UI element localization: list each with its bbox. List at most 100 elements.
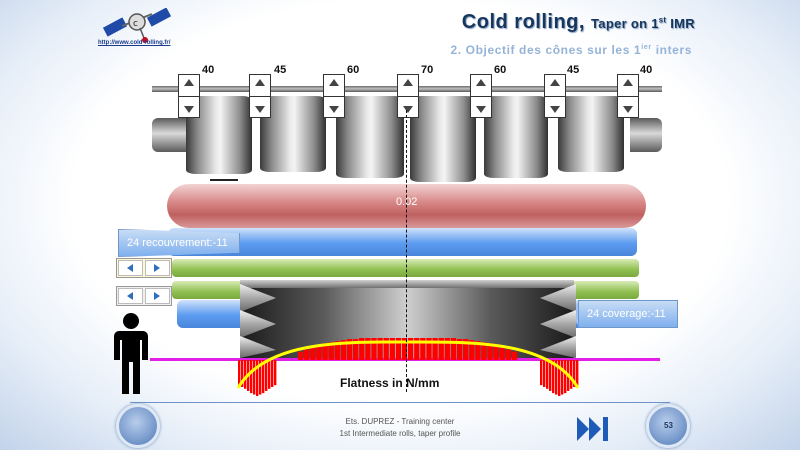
satellite-logo-icon: c — [102, 8, 172, 43]
logo-url-link[interactable]: http://www.cold-rolling.fr/ — [98, 40, 171, 46]
flatness-bar — [359, 338, 365, 360]
next-slide-button[interactable] — [646, 404, 690, 448]
flatness-bar — [420, 338, 426, 360]
flatness-bar — [298, 351, 304, 360]
flatness-bar — [244, 360, 247, 389]
flatness-bar — [256, 360, 259, 396]
subtitle-sup: ier — [641, 42, 652, 51]
flatness-bar — [401, 338, 408, 360]
roll-section-5 — [484, 96, 548, 178]
title-main: Cold rolling, — [461, 11, 592, 33]
flatness-bar — [316, 345, 322, 360]
flatness-bar — [274, 360, 277, 386]
shift-right-button[interactable] — [145, 260, 170, 276]
flatness-bar — [322, 343, 328, 360]
flatness-bar — [456, 339, 463, 360]
footer-line-2: 1st Intermediate rolls, taper profile — [339, 429, 461, 438]
flatness-bar — [340, 340, 347, 360]
center-line — [406, 110, 407, 392]
prev-slide-button[interactable] — [116, 404, 160, 448]
roll-section-2 — [260, 96, 326, 172]
person-icon — [114, 313, 148, 394]
flatness-curve — [236, 340, 580, 389]
flatness-bar — [238, 360, 241, 386]
flatness-bar — [576, 360, 579, 386]
flatness-label: Flatness in N/mm — [340, 376, 440, 390]
subtitle-b: inters — [651, 43, 692, 57]
flatness-bar — [475, 341, 481, 360]
flatness-bar — [346, 339, 353, 360]
section-label: 60 — [494, 64, 507, 76]
upper-first-intermediate-roll — [168, 228, 637, 256]
work-roll-top-edge — [240, 280, 574, 288]
flatness-bar — [271, 360, 274, 387]
adjust-handle-7[interactable] — [617, 74, 639, 118]
page-title: Cold rolling, Taper on 1st IMR — [462, 11, 695, 34]
flatness-bar — [546, 360, 549, 389]
flatness-bar — [265, 360, 268, 391]
flatness-bar — [259, 360, 262, 395]
flatness-bar — [383, 338, 389, 360]
skip-forward-icon[interactable] — [576, 416, 610, 442]
flatness-bar — [511, 351, 518, 360]
flatness-bar — [493, 345, 499, 360]
section-label: 45 — [274, 64, 287, 76]
flatness-bar — [268, 360, 271, 389]
adjust-handle-4[interactable] — [397, 74, 419, 118]
taper-cones — [240, 284, 576, 358]
title-sub-sup: st — [658, 15, 667, 25]
page-subtitle: 2. Objectif des cônes sur les 1ier inter… — [451, 42, 693, 57]
section-label: 45 — [567, 64, 580, 76]
shift-left-button[interactable] — [118, 288, 143, 304]
upper-green-roll — [172, 259, 639, 277]
flatness-bar — [334, 341, 340, 360]
roll-mark — [210, 179, 238, 181]
flatness-bar — [463, 339, 469, 360]
flatness-bar — [543, 360, 546, 387]
adjust-handle-6[interactable] — [544, 74, 566, 118]
flatness-bar — [481, 342, 487, 360]
flatness-bar — [426, 338, 432, 360]
flatness-bar — [395, 338, 402, 360]
flatness-bar — [304, 349, 310, 360]
upper-roll-shift-control — [116, 258, 172, 278]
flatness-bar — [371, 338, 377, 360]
flatness-bar — [262, 360, 265, 394]
adjust-handle-2[interactable] — [249, 74, 271, 118]
backup-roll-shaft-right — [630, 118, 662, 152]
callout-coverage: 24 coverage:-11 — [578, 300, 678, 328]
flatness-bar — [328, 342, 334, 360]
flatness-bar — [389, 338, 395, 360]
title-sub: Taper on 1st IMR — [591, 16, 695, 31]
flatness-bar — [487, 343, 493, 360]
page-number: 53 — [664, 421, 673, 430]
flatness-bar — [250, 360, 253, 394]
flatness-bar — [377, 338, 383, 360]
flatness-bar — [365, 338, 371, 360]
flatness-bar — [253, 360, 256, 395]
lower-roll-shift-control — [116, 286, 172, 306]
section-label: 70 — [421, 64, 434, 76]
flatness-bar — [552, 360, 555, 394]
subtitle-a: 2. Objectif des cônes sur les 1 — [450, 43, 642, 57]
flatness-bar — [310, 347, 316, 360]
flatness-bar — [573, 360, 576, 387]
footer-divider — [130, 402, 670, 403]
adjust-handle-5[interactable] — [470, 74, 492, 118]
flatness-bar — [438, 338, 444, 360]
adjust-handle-1[interactable] — [178, 74, 200, 118]
callout-recouvrement: 24 recouvrement:-11 — [118, 229, 240, 257]
flatness-bar — [558, 360, 561, 396]
backup-roll-sections — [184, 92, 632, 182]
flatness-bar — [450, 338, 457, 360]
flatness-bar — [540, 360, 543, 386]
flatness-bar — [505, 349, 512, 360]
shift-left-button[interactable] — [118, 260, 143, 276]
flatness-bar — [444, 338, 450, 360]
flatness-bar — [432, 338, 438, 360]
flatness-bar — [414, 338, 420, 360]
roll-section-4 — [410, 96, 476, 182]
adjust-handle-3[interactable] — [323, 74, 345, 118]
roll-section-6 — [558, 96, 624, 172]
shift-right-button[interactable] — [145, 288, 170, 304]
